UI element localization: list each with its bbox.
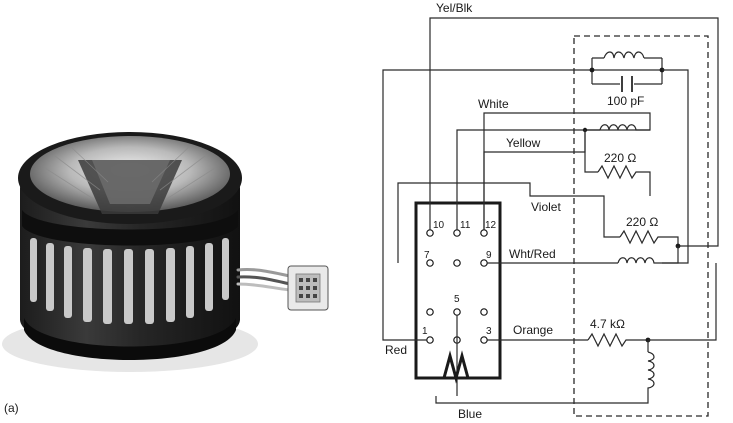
schematic: 10 11 12 7 9 5 1 3 xyxy=(382,1,719,421)
pin-label-12: 12 xyxy=(485,220,497,231)
blue-wire-loop xyxy=(442,350,470,384)
label-100pf: 100 pF xyxy=(607,94,644,108)
yellow-coil xyxy=(599,124,650,131)
resistor-220-a xyxy=(597,164,651,196)
wire-red xyxy=(382,69,592,341)
tank-circuit xyxy=(589,51,689,264)
yoke-slots xyxy=(30,238,229,324)
label-yellow: Yellow xyxy=(506,136,541,150)
connector-block xyxy=(414,201,502,380)
wire-violet xyxy=(397,182,620,263)
yoke-photo xyxy=(2,132,329,372)
resistor-4k7 xyxy=(587,332,648,348)
yoke-base xyxy=(24,318,236,360)
terminal-3 xyxy=(480,336,488,344)
violet-branch xyxy=(619,229,681,249)
label-wht-red: Wht/Red xyxy=(509,247,556,261)
pin-label-3: 3 xyxy=(486,326,492,337)
yellow-branch xyxy=(582,124,651,196)
tank-coil xyxy=(603,51,645,59)
pin-label-5: 5 xyxy=(454,294,460,305)
terminal-1 xyxy=(426,336,434,344)
wire-white xyxy=(456,112,651,230)
resistor-220-b xyxy=(619,229,679,246)
pin-label-10: 10 xyxy=(433,220,445,231)
label-blue: Blue xyxy=(458,407,482,421)
label-220-ohm-b: 220 Ω xyxy=(626,215,658,229)
terminal-8 xyxy=(453,259,461,267)
pin-label-11: 11 xyxy=(460,220,471,231)
label-white: White xyxy=(478,97,509,111)
deflection-coil xyxy=(647,351,655,392)
orange-branch xyxy=(587,263,717,392)
label-red: Red xyxy=(385,343,407,357)
pin-label-9: 9 xyxy=(486,250,492,261)
terminal-6 xyxy=(480,308,488,316)
terminal-7 xyxy=(426,259,434,267)
terminal-5 xyxy=(453,308,461,316)
terminals xyxy=(426,229,488,344)
wire-yel-blk xyxy=(429,17,719,247)
panel-label: (a) xyxy=(4,401,19,415)
label-220-ohm-a: 220 Ω xyxy=(604,151,636,165)
shield-box xyxy=(573,35,709,417)
wire-blue-bottom xyxy=(435,392,649,404)
label-orange: Orange xyxy=(513,323,553,337)
yoke-cable xyxy=(236,268,292,292)
label-4k7-ohm: 4.7 kΩ xyxy=(590,317,625,331)
label-yel-blk: Yel/Blk xyxy=(436,1,473,15)
yoke-band xyxy=(22,210,238,246)
pin-label-7: 7 xyxy=(424,250,430,261)
wht-red-coil xyxy=(617,246,679,264)
pin-label-1: 1 xyxy=(422,326,428,337)
yoke-winding-lines xyxy=(44,145,216,201)
label-violet: Violet xyxy=(531,200,561,214)
terminal-4 xyxy=(426,308,434,316)
